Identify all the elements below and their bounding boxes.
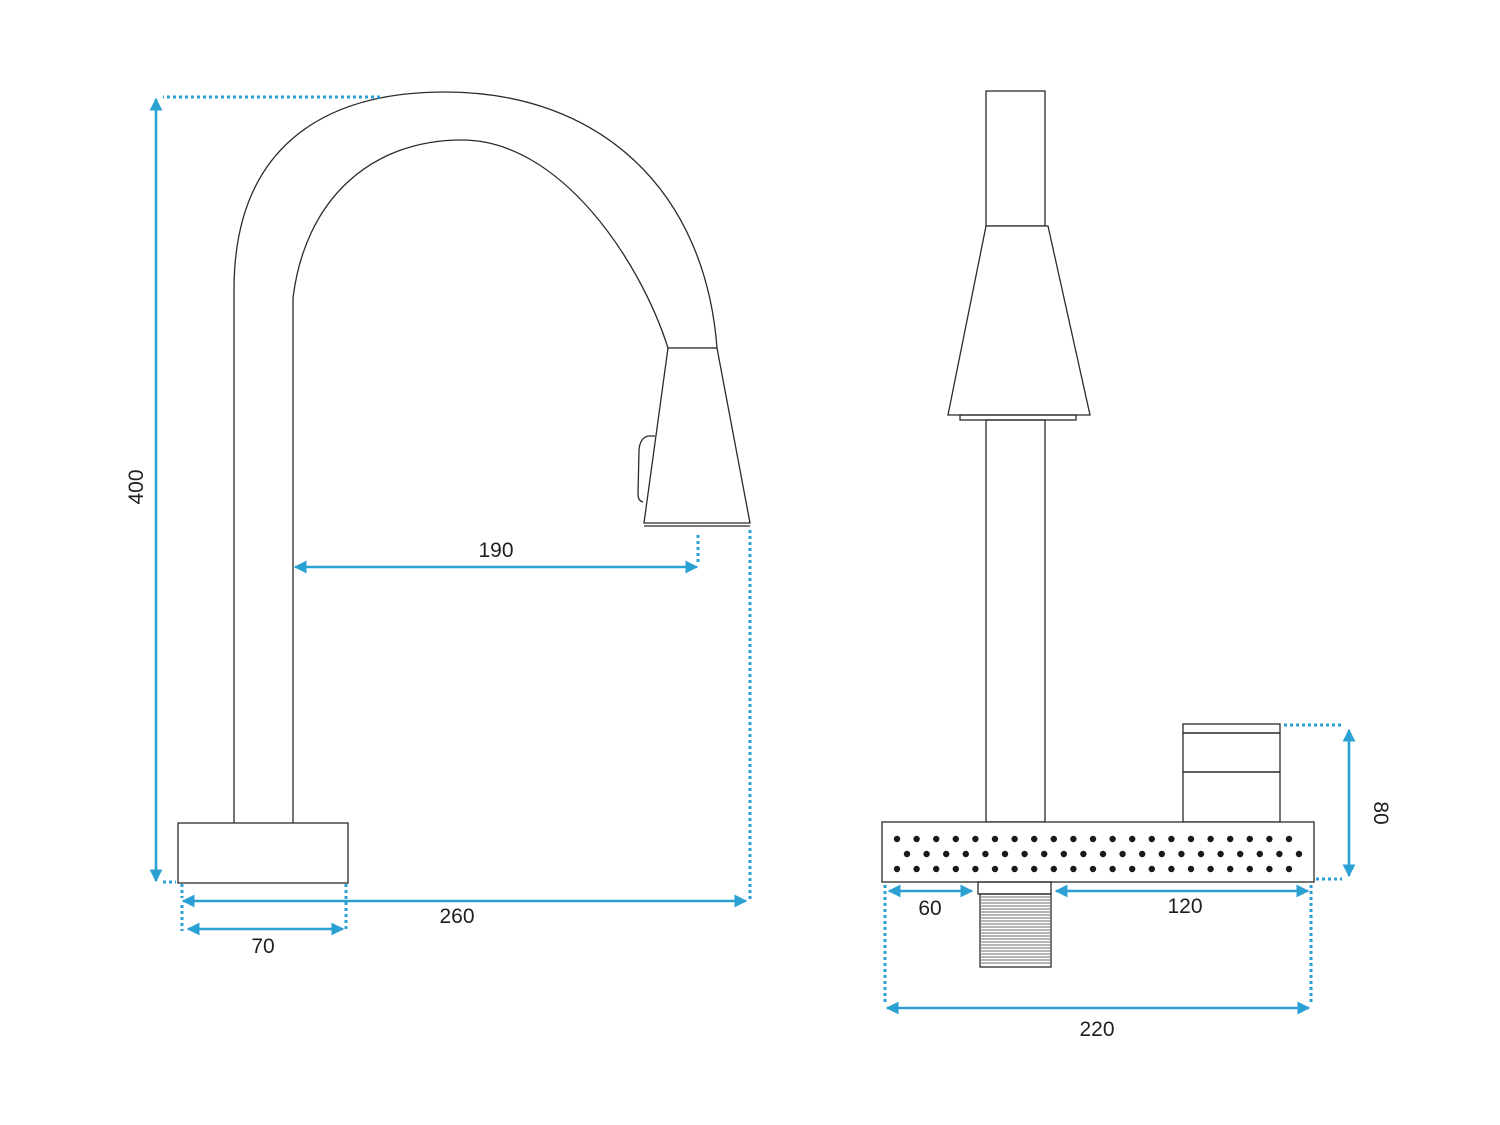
perforation-dot [1070,835,1077,843]
perforation-dot [943,850,950,858]
front-column [985,419,1046,823]
perforation-dot [913,835,920,843]
dim-total-depth: 260 [180,530,752,928]
perforation-dot [962,850,969,858]
dim-base-width-label: 70 [251,935,274,958]
perforation-dot [1119,850,1126,858]
perforation-dot [1246,865,1254,873]
perforation-dot [991,865,999,873]
front-spray-ring [959,414,1077,421]
perforation-dot [933,835,940,843]
perforation-dot [1001,850,1009,858]
dim-handle-height: 80 [1284,723,1392,881]
dim-base-length-label: 220 [1079,1018,1114,1041]
dim-total-depth-label: 260 [439,905,474,928]
perforation-dot [1266,865,1273,873]
perforation-dot [1139,850,1146,858]
dim-offset-left-label: 60 [918,897,941,920]
perforation-dot [1207,865,1214,873]
perforation-dot [1227,865,1234,873]
dim-base-length: 220 [883,885,1313,1041]
perforation-dot [1295,850,1303,858]
front-view [881,90,1315,968]
perforation-dot [1217,850,1224,858]
spray-button [637,435,655,503]
perforation-dot [1031,865,1038,873]
perforation-dot [1109,835,1116,843]
perforation-dot [1187,835,1195,843]
perforation-dot [1089,835,1097,843]
spray-head [643,347,751,524]
dim-height-label: 400 [125,469,148,504]
perforation-dot [1197,850,1205,858]
perforation-dot [1129,865,1136,873]
perforation-dot [1285,835,1293,843]
perforation-dot [893,835,901,843]
perforation-dot [1227,835,1234,843]
perforation-dot [1021,850,1028,858]
connector-threads [981,896,1050,964]
perforation-dot [952,835,959,843]
perforation-dot [1187,865,1195,873]
perforation-dot [1266,835,1273,843]
perforation-dot [1011,835,1018,843]
perforation-dot [1041,850,1048,858]
dim-handle-height-label: 80 [1369,801,1392,824]
perforation-dot [1070,865,1077,873]
perforation-dot [1246,835,1254,843]
threaded-connector [979,893,1052,968]
perforation-dot [1050,865,1058,873]
perforation-dot [893,865,901,873]
connector-collar [977,881,1052,895]
perforation-dot [1168,865,1175,873]
perforation-dot [952,865,959,873]
perforation-dot [1256,850,1264,858]
dim-reach: 190 [293,535,700,574]
perforation-dot [1011,865,1018,873]
perforation-dot [1109,865,1116,873]
dim-reach-label: 190 [478,539,513,562]
perforation-dot [1276,850,1283,858]
perforation-dot [913,865,920,873]
perforation-dot [923,850,930,858]
perforation-dot [1158,850,1166,858]
perforation-dot [1099,850,1107,858]
perforation-dot [1050,835,1058,843]
perforation-dot [1148,835,1156,843]
perforation-dot [1080,850,1087,858]
dim-height: 400 [125,95,380,884]
dim-offset-right: 120 [1054,884,1310,918]
dim-offset-left: 60 [887,884,974,920]
perforation-dot [1168,835,1175,843]
perforation-dot [933,865,940,873]
side-base [177,822,349,884]
dim-base-width: 70 [180,884,348,958]
spout-body [233,91,718,823]
perforation-dot [972,835,979,843]
base-perforations [893,835,1303,873]
perforation-dot [1207,835,1214,843]
perforation-dot [1285,865,1293,873]
handle-upper [1182,732,1281,773]
perforation-dot [1148,865,1156,873]
front-upper-neck [985,90,1046,227]
handle-lower [1182,771,1281,823]
perforation-dot [1237,850,1244,858]
perforation-dot [972,865,979,873]
perforation-dot [903,850,911,858]
perforation-dot [991,835,999,843]
perforation-dot [1178,850,1185,858]
perforation-dot [1089,865,1097,873]
perforation-dot [1060,850,1068,858]
front-spray-head [947,225,1091,416]
perforation-dot [1031,835,1038,843]
dim-offset-right-label: 120 [1167,895,1202,918]
perforation-dot [982,850,989,858]
handle-top [1182,723,1281,734]
perforation-dot [1129,835,1136,843]
side-view [177,91,751,884]
